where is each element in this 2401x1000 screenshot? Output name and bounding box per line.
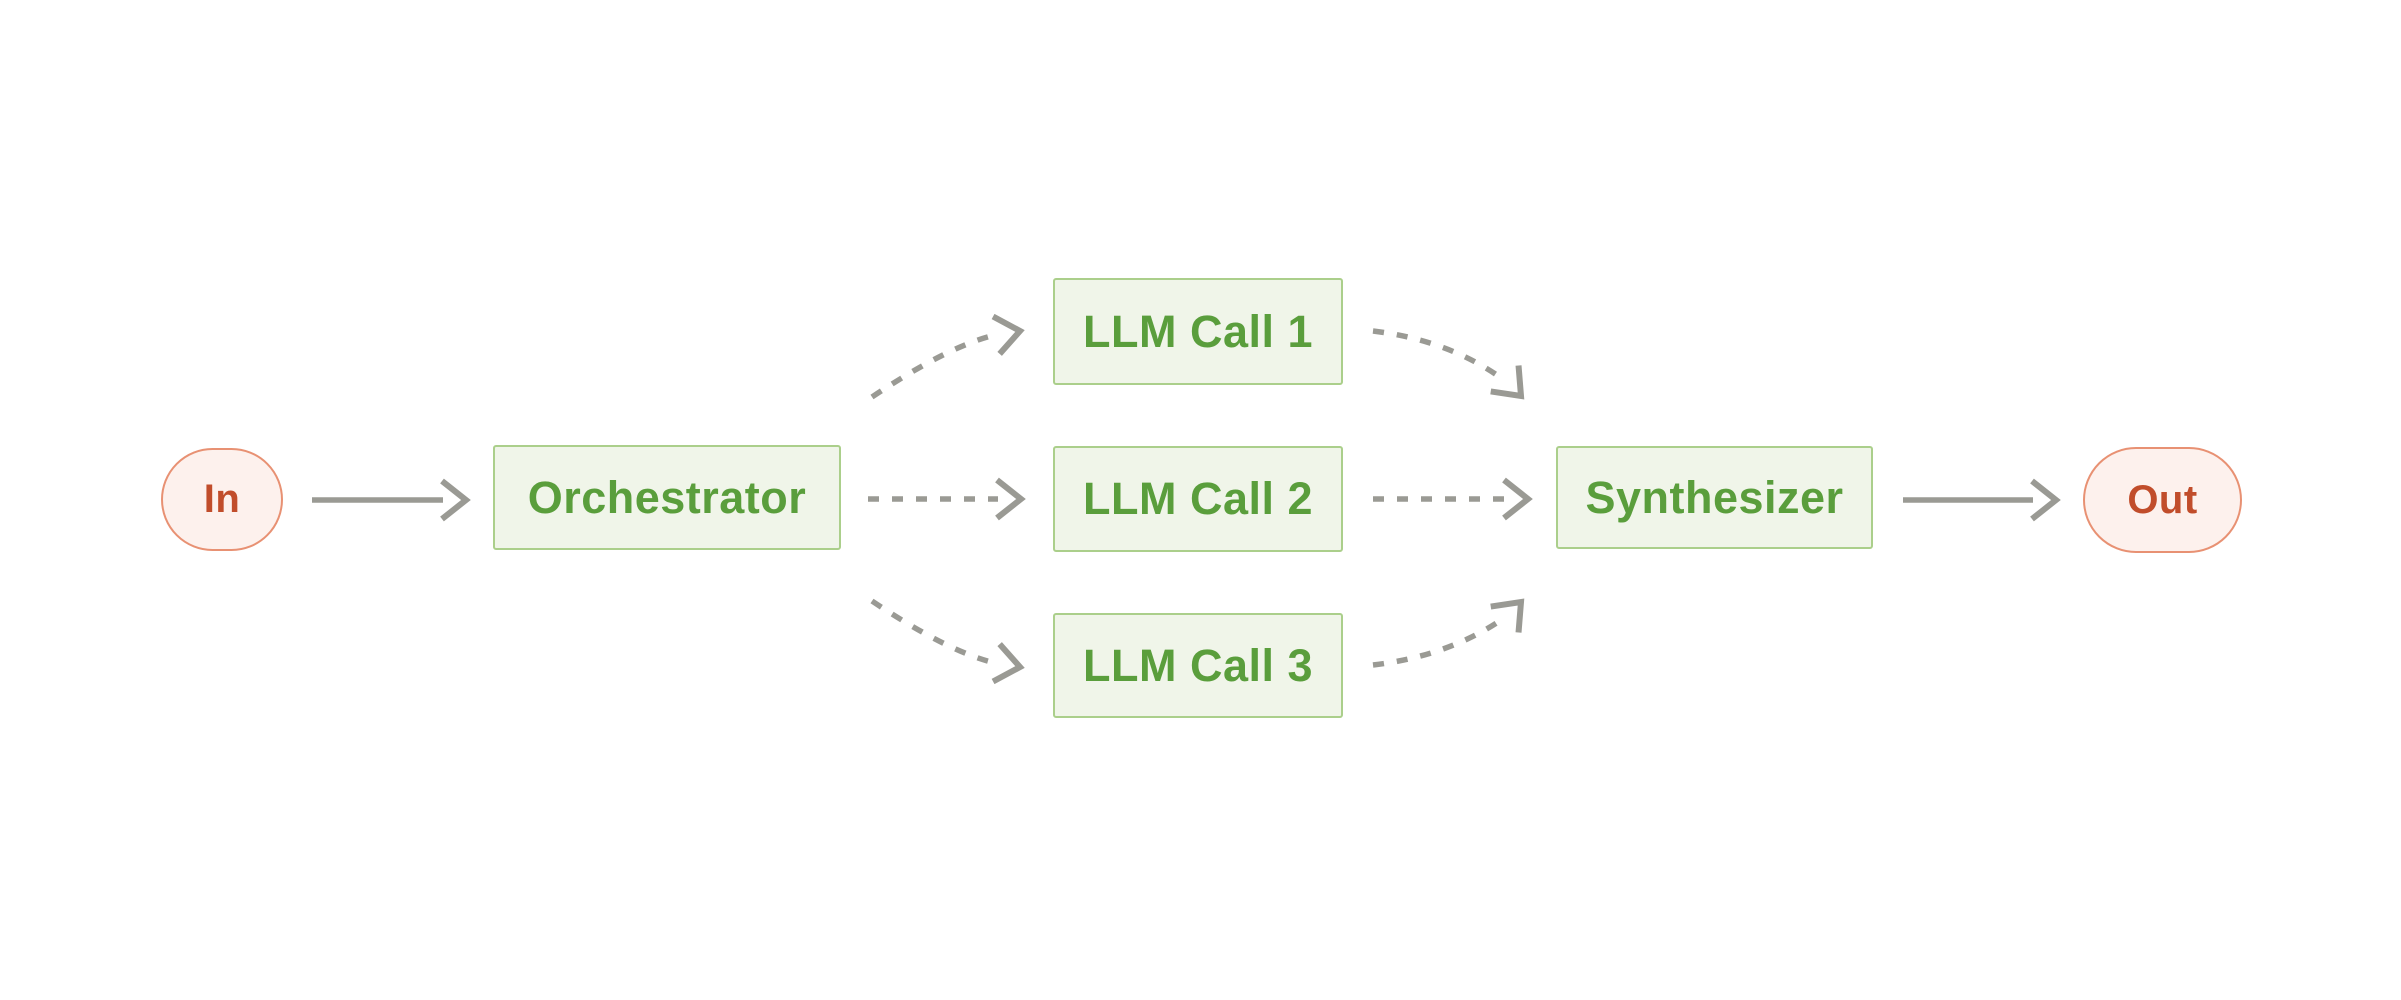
arrow-llm1-to-synthesizer [1372,328,1525,400]
arrow-orchestrator-to-llm3 [870,598,1025,685]
arrow-synthesizer-to-out [1903,478,2061,522]
node-llm-call-3-label: LLM Call 3 [1082,639,1314,691]
node-out: Out [2083,447,2242,553]
node-llm-call-3: LLM Call 3 [1053,613,1343,718]
node-in-label: In [203,477,241,521]
arrow-orchestrator-to-llm1 [870,313,1025,400]
node-llm-call-1: LLM Call 1 [1053,278,1343,385]
node-in: In [161,448,283,551]
arrow-in-to-orchestrator [312,478,471,522]
node-out-label: Out [2127,477,2198,522]
node-llm-call-1-label: LLM Call 1 [1082,305,1314,357]
node-synthesizer: Synthesizer [1556,446,1873,549]
node-orchestrator: Orchestrator [493,445,841,550]
arrow-llm3-to-synthesizer [1372,598,1525,668]
arrow-llm2-to-synthesizer [1373,477,1533,521]
node-synthesizer-label: Synthesizer [1585,471,1844,523]
node-llm-call-2: LLM Call 2 [1053,446,1343,552]
node-llm-call-2-label: LLM Call 2 [1082,473,1314,524]
node-orchestrator-label: Orchestrator [527,471,807,523]
arrow-orchestrator-to-llm2 [868,477,1026,521]
